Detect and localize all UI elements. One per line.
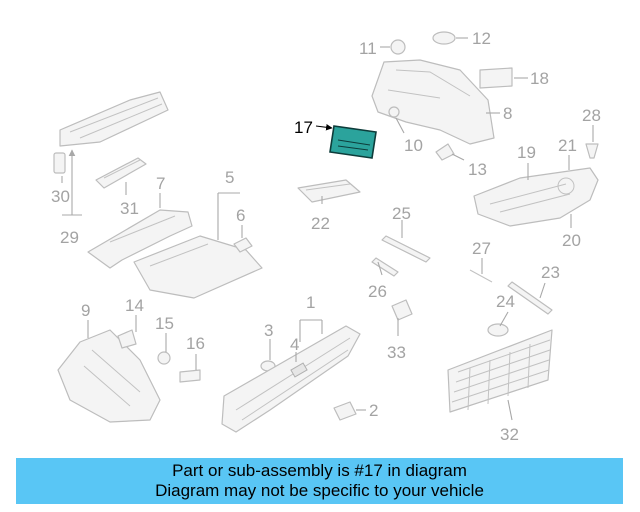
callout-2: 2 <box>369 401 378 420</box>
highlighted-part-17 <box>329 125 377 159</box>
sill-panel-part-1 <box>221 325 361 433</box>
callout-10: 10 <box>404 136 423 155</box>
fastener-part-11 <box>390 39 406 55</box>
trunk-mat-part-7 <box>87 209 193 269</box>
clip-part-15 <box>157 351 171 365</box>
callout-20: 20 <box>562 231 581 250</box>
callout-7: 7 <box>156 174 165 193</box>
callout-25: 25 <box>392 204 411 223</box>
clip-part-13 <box>435 143 455 161</box>
hook-part-24 <box>487 323 509 337</box>
clip-part-6 <box>233 237 253 253</box>
strap-part-27 <box>469 269 493 283</box>
cap-part-12 <box>432 31 456 45</box>
callout-9: 9 <box>81 301 90 320</box>
callout-15: 15 <box>155 314 174 333</box>
tool-part-25 <box>381 235 431 263</box>
side-cover-part-9 <box>57 329 161 423</box>
banner-line-2: Diagram may not be specific to your vehi… <box>155 481 484 500</box>
callout-4: 4 <box>290 335 299 354</box>
bracket-part-30 <box>53 152 66 174</box>
callout-8: 8 <box>503 104 512 123</box>
callout-18: 18 <box>530 69 549 88</box>
callout-28: 28 <box>582 106 601 125</box>
callout-22: 22 <box>311 214 330 233</box>
cargo-net-part-32 <box>447 329 553 413</box>
side-trim-part-8 <box>371 59 495 145</box>
callout-32: 32 <box>500 425 519 444</box>
pad-part-18 <box>479 67 513 89</box>
callout-1: 1 <box>306 293 315 312</box>
callout-23: 23 <box>541 263 560 282</box>
rear-shelf-part <box>59 91 169 147</box>
inner-panel-part-20 <box>473 167 599 227</box>
screw-part-28 <box>585 143 599 159</box>
callout-30: 30 <box>51 187 70 206</box>
callout-29: 29 <box>60 228 79 247</box>
bracket-part-2 <box>333 401 357 421</box>
info-banner: Part or sub-assembly is #17 in diagram D… <box>16 458 623 504</box>
callout-12: 12 <box>472 29 491 48</box>
tool-part-26 <box>371 257 399 277</box>
bracket-part-33 <box>391 299 413 321</box>
banner-line-1: Part or sub-assembly is #17 in diagram <box>172 461 467 480</box>
callout-16: 16 <box>186 334 205 353</box>
rod-part-23 <box>507 281 553 315</box>
callout-11: 11 <box>359 39 377 58</box>
callout-31: 31 <box>120 199 139 218</box>
callout-21: 21 <box>558 136 577 155</box>
callout-14: 14 <box>125 296 144 315</box>
callout-24: 24 <box>496 292 515 311</box>
callout-labels: 1 2 3 4 5 6 7 8 9 10 11 12 13 14 15 16 1… <box>51 29 601 444</box>
clip-part-16 <box>179 369 201 383</box>
trim-strip-part-31 <box>95 157 147 189</box>
trim-part-22 <box>297 179 361 203</box>
callout-13: 13 <box>468 160 487 179</box>
callout-6: 6 <box>236 206 245 225</box>
callout-5: 5 <box>225 168 234 187</box>
callout-26: 26 <box>368 282 387 301</box>
callout-33: 33 <box>387 343 406 362</box>
clip-part-14 <box>117 329 137 349</box>
callout-3: 3 <box>264 321 273 340</box>
floor-cover-part-5 <box>133 235 263 299</box>
callout-17: 17 <box>294 118 313 137</box>
leader-lines <box>61 37 594 421</box>
parts-diagram: 1 2 3 4 5 6 7 8 9 10 11 12 13 14 15 16 1… <box>51 29 601 444</box>
callout-19: 19 <box>517 143 536 162</box>
callout-27: 27 <box>472 239 491 258</box>
clip-part-10 <box>388 106 400 118</box>
